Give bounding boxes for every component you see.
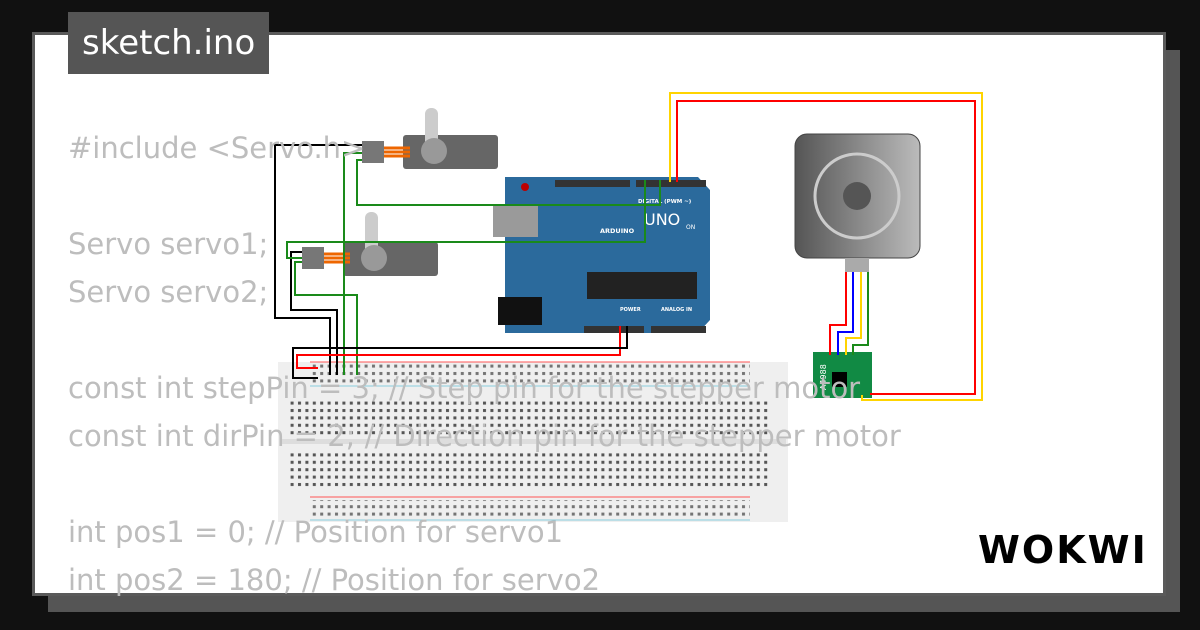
- wokwi-logo: WOKWI: [978, 528, 1148, 572]
- breadboard: [278, 361, 788, 522]
- power-header-label: POWER: [620, 307, 641, 313]
- wires: [274, 92, 983, 401]
- servo-2: [302, 212, 438, 276]
- driver-label: A4988: [819, 364, 828, 390]
- a4988-driver: A4988: [813, 352, 872, 398]
- on-label: ON: [686, 224, 695, 231]
- servo-1: [362, 108, 498, 169]
- analog-header-label: ANALOG IN: [661, 307, 692, 313]
- stepper-motor: [794, 133, 921, 272]
- file-title: sketch.ino: [68, 12, 270, 74]
- arduino-brand: ARDUINO: [600, 227, 635, 235]
- digital-header-label: DIGITAL (PWM ~): [638, 199, 692, 205]
- board-label: UNO: [644, 210, 680, 229]
- arduino-uno: DIGITAL (PWM ~) ARDUINO UNO ON POWER ANA…: [493, 177, 710, 333]
